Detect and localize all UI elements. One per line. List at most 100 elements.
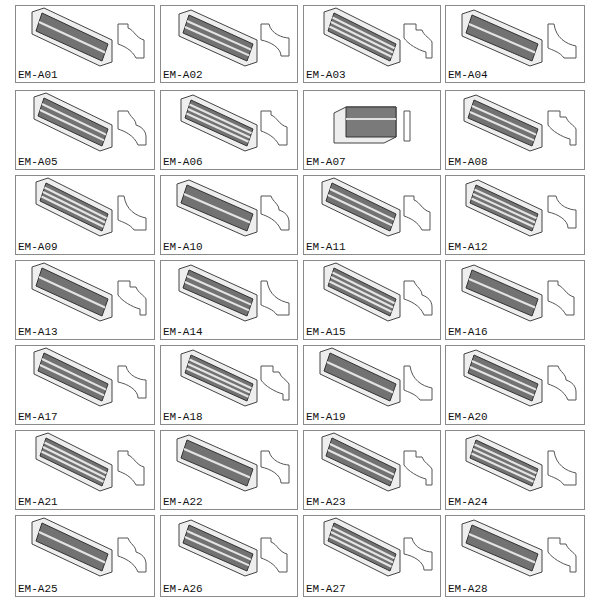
- product-cell: EM-A07: [303, 90, 441, 170]
- product-code: EM-A19: [304, 411, 348, 424]
- moulding-ridge: [42, 359, 106, 390]
- moulding-profile: [118, 538, 146, 572]
- product-cell: EM-A12: [445, 175, 585, 255]
- moulding-illustration: [446, 176, 584, 240]
- moulding-ridge: [43, 447, 105, 478]
- moulding-back: [181, 350, 257, 406]
- profile-group: [118, 451, 144, 485]
- product-code: EM-A02: [161, 69, 205, 82]
- profile-group: [548, 451, 576, 485]
- moulding-profile: [118, 451, 144, 485]
- moulding-face: [183, 15, 253, 61]
- moulding-ridge: [40, 365, 104, 395]
- moulding-ridge: [331, 532, 393, 563]
- moulding-ridge: [42, 452, 104, 482]
- product-cell: EM-A04: [445, 5, 585, 83]
- moulding-face: [36, 13, 108, 61]
- moulding-profile: [261, 196, 289, 230]
- moulding-face: [181, 440, 253, 486]
- moulding-face: [326, 438, 396, 486]
- moulding-back: [324, 8, 400, 66]
- moulding-illustration: [16, 346, 154, 410]
- profile-group: [261, 281, 289, 315]
- moulding-back: [179, 265, 257, 321]
- moulding-illustration: [304, 346, 440, 410]
- moulding-profile: [548, 196, 576, 228]
- profile-group: [548, 538, 576, 572]
- moulding-back: [322, 433, 400, 491]
- product-code: EM-A12: [446, 241, 490, 254]
- moulding-ridge: [187, 114, 249, 142]
- moulding-profile: [404, 281, 432, 315]
- moulding-illustration: [16, 91, 154, 155]
- moulding-ridge: [330, 282, 392, 312]
- profile-group: [404, 111, 410, 141]
- product-cell: EM-A09: [15, 175, 155, 255]
- moulding-illustration: [161, 346, 297, 410]
- moulding-ridge: [39, 22, 105, 53]
- product-cell: EM-A06: [160, 90, 298, 170]
- moulding-back: [32, 263, 112, 321]
- moulding-illustration: [446, 6, 584, 68]
- moulding-face: [468, 100, 538, 146]
- moulding-back: [462, 10, 542, 66]
- product-code: EM-A22: [161, 496, 205, 509]
- moulding-ridge: [40, 110, 104, 140]
- moulding-profile: [404, 538, 432, 570]
- product-cell: EM-A15: [303, 260, 441, 340]
- moulding-ridge: [42, 197, 104, 227]
- moulding-face: [470, 440, 538, 486]
- product-code: EM-A10: [161, 241, 205, 254]
- moulding-face: [40, 183, 108, 231]
- moulding-ridge: [188, 109, 250, 138]
- moulding-profile: [404, 196, 430, 230]
- moulding-back: [34, 93, 112, 151]
- moulding-ridge: [331, 277, 393, 308]
- product-code: EM-A20: [446, 411, 490, 424]
- moulding-face: [185, 100, 253, 146]
- product-cell: EM-A08: [445, 90, 585, 170]
- moulding-face: [346, 107, 396, 137]
- product-cell: EM-A25: [15, 515, 155, 597]
- moulding-face: [185, 355, 253, 401]
- moulding-back: [34, 348, 112, 406]
- moulding-ridge: [185, 282, 249, 310]
- product-cell: EM-A18: [160, 345, 298, 425]
- moulding-ridge: [187, 369, 249, 397]
- product-code: EM-A27: [304, 583, 348, 596]
- moulding-face: [470, 185, 538, 231]
- moulding-back: [181, 95, 257, 151]
- product-code: EM-A05: [16, 156, 60, 169]
- moulding-back: [464, 95, 542, 151]
- moulding-ridge: [469, 279, 535, 308]
- product-cell: EM-A14: [160, 260, 298, 340]
- moulding-ridge: [472, 361, 536, 390]
- profile-group: [548, 24, 576, 58]
- profile-group: [404, 196, 430, 230]
- moulding-face: [40, 438, 108, 486]
- product-code: EM-A16: [446, 326, 490, 339]
- moulding-back: [179, 10, 257, 66]
- moulding-illustration: [161, 6, 297, 68]
- product-cell: EM-A02: [160, 5, 298, 83]
- moulding-face: [36, 523, 108, 571]
- moulding-illustration: [161, 176, 297, 240]
- moulding-ridge: [472, 454, 534, 482]
- moulding-ridge: [327, 362, 393, 393]
- product-code: EM-A01: [16, 69, 60, 82]
- moulding-face: [181, 185, 253, 231]
- moulding-back: [466, 435, 542, 491]
- product-code: EM-A09: [16, 241, 60, 254]
- product-cell: EM-A01: [15, 5, 155, 83]
- profile-group: [404, 451, 432, 485]
- profile-group: [548, 196, 576, 228]
- moulding-ridge: [330, 27, 392, 57]
- moulding-ridge: [328, 195, 392, 225]
- product-code: EM-A23: [304, 496, 348, 509]
- product-code: EM-A06: [161, 156, 205, 169]
- profile-group: [404, 366, 432, 400]
- product-code: EM-A26: [161, 583, 205, 596]
- profile-group: [118, 538, 146, 572]
- moulding-illustration: [446, 346, 584, 410]
- moulding-profile: [548, 24, 576, 58]
